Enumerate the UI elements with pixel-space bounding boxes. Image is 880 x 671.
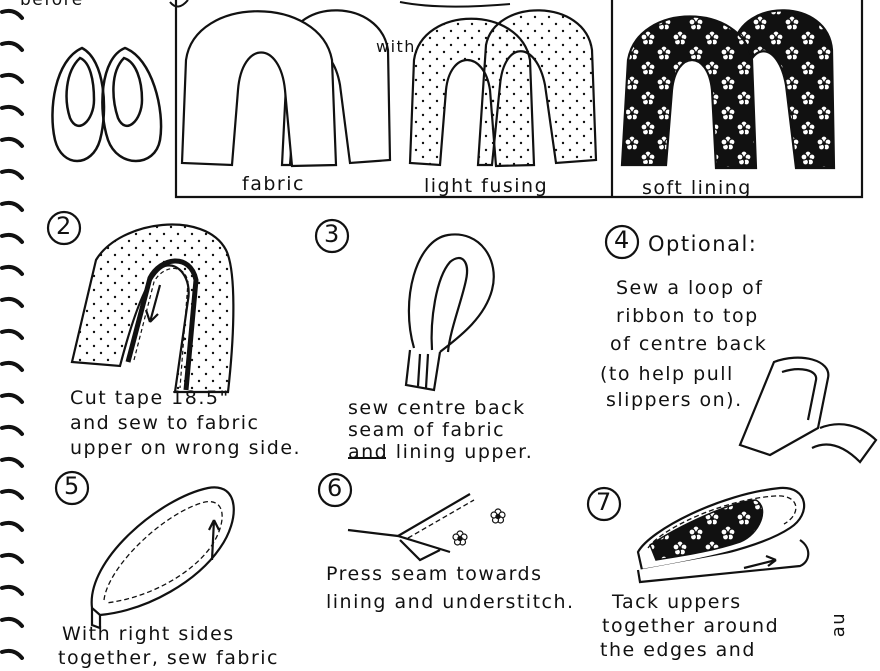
step4-ribbon-drawing: [738, 356, 878, 464]
step2-number: 2: [56, 212, 72, 240]
step3-line: and lining upper.: [348, 441, 534, 463]
step5-number: 5: [64, 472, 80, 500]
fabric-label: fabric: [242, 173, 305, 195]
step2-line: and sew to fabric: [70, 412, 260, 434]
step4-title: Optional:: [648, 232, 758, 256]
step4-line: (to help pull: [600, 363, 734, 385]
lining-arches: [620, 9, 836, 170]
step5-line: together, sew fabric: [58, 647, 279, 669]
step3-line: sew centre back: [348, 397, 526, 419]
step4-line: of centre back: [610, 333, 768, 355]
fusing-arches: [408, 9, 598, 168]
step4-line: Sew a loop of: [616, 277, 764, 299]
step2-line: upper on wrong side.: [70, 437, 302, 459]
with-label: with: [376, 37, 416, 56]
slippers-drawing: [51, 46, 163, 163]
step7-number: 7: [596, 488, 612, 516]
step7-line: together around: [602, 615, 780, 637]
step4-line: slippers on).: [606, 389, 743, 411]
step4-line: ribbon to top: [616, 305, 759, 327]
step-circles: [46, 210, 640, 522]
fabric-arches: [180, 9, 392, 168]
step5-line: With right sides: [62, 623, 235, 645]
step3-drawing: [404, 233, 495, 392]
step3-number: 3: [324, 220, 340, 248]
lining-label: soft lining: [642, 177, 752, 199]
step3-line: seam of fabric: [348, 419, 506, 441]
step4-number: 4: [614, 226, 630, 254]
step1-panel: [174, 0, 864, 199]
step7-drawing: [636, 486, 810, 584]
step7-line: Tack uppers: [612, 591, 742, 613]
step6-line: lining and understitch.: [326, 591, 575, 613]
step6-number: 6: [327, 474, 343, 502]
step6-drawing: [347, 493, 507, 562]
side-text: au: [828, 611, 850, 638]
spiral-binding: [0, 8, 24, 660]
fusing-label: light fusing: [424, 175, 549, 197]
top-fragment-text: before: [20, 0, 84, 10]
top-scribble: [169, 0, 189, 8]
step2-line: Cut tape 18.5": [70, 387, 230, 409]
step7-line: the edges and: [600, 639, 756, 661]
step6-line: Press seam towards: [326, 563, 543, 585]
top-scribble: [399, 1, 511, 8]
step2-drawing: [70, 223, 235, 394]
step5-drawing: [90, 486, 235, 630]
